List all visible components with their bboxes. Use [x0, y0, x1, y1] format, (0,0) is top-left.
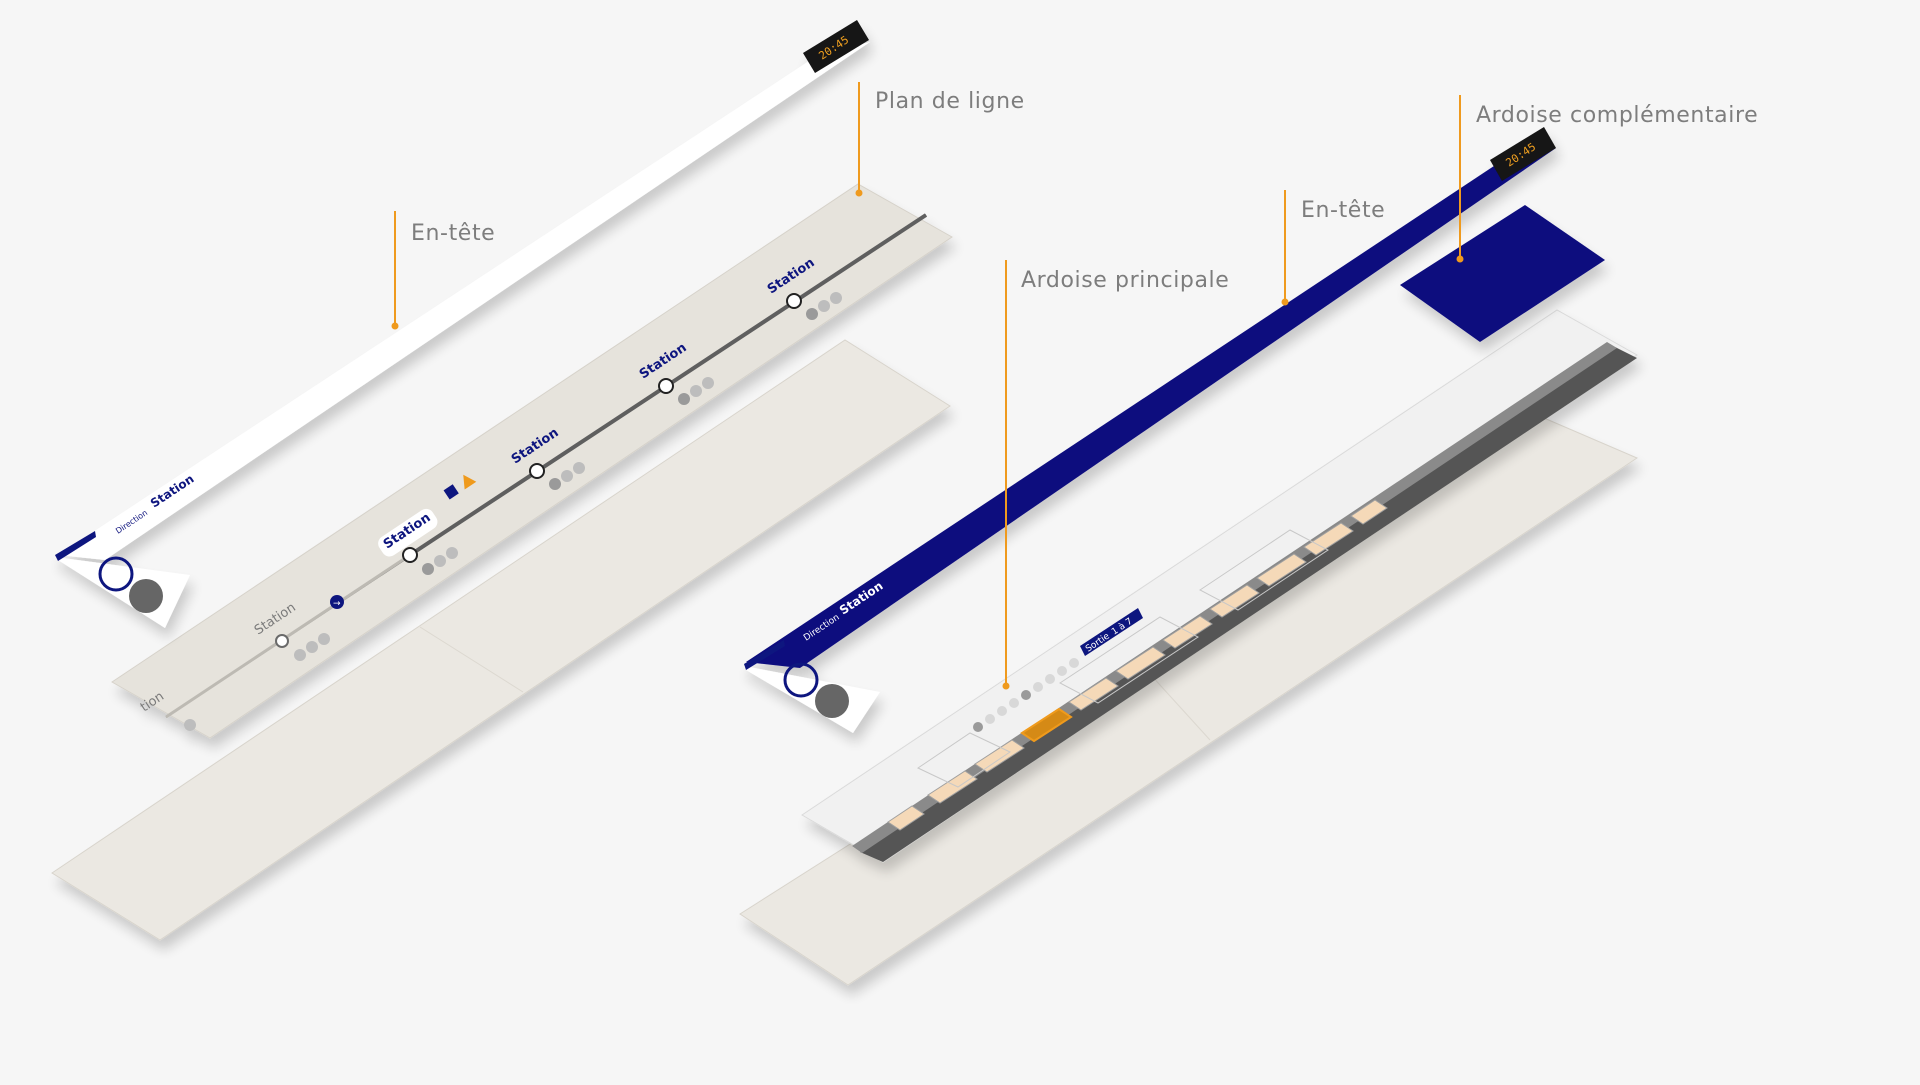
clock-box	[1490, 127, 1556, 181]
svg-text:→: →	[333, 599, 341, 609]
warning-icon	[463, 474, 477, 490]
line-logo-ring	[783, 662, 819, 698]
clock-box	[803, 20, 869, 73]
station-node	[786, 293, 802, 309]
right-main-slate: Sortie 1 à 7	[801, 309, 1638, 863]
station-node	[402, 547, 418, 563]
current-station-pill	[378, 508, 438, 557]
callout-label: En-tête	[411, 221, 495, 246]
line-logo-ring	[98, 556, 134, 592]
correspondence-dots	[184, 292, 842, 731]
callout-label: Ardoise complémentaire	[1476, 103, 1758, 128]
callout-ardoise-complementaire: Ardoise complémentaire	[1456, 95, 1758, 263]
platform-zones	[916, 529, 1329, 788]
callout-en-tete-left: En-tête	[391, 211, 495, 330]
callout-label: Ardoise principale	[1021, 268, 1229, 293]
line-number-disc	[129, 579, 163, 613]
complementary-slate	[1400, 205, 1605, 342]
station-node	[658, 378, 674, 394]
left-line-plan: → tion Station Station Station Station S…	[111, 183, 953, 739]
callout-plan-de-ligne: Plan de ligne	[855, 82, 1025, 197]
callout-en-tete-right: En-tête	[1281, 190, 1385, 306]
station-node	[275, 634, 289, 648]
access-icons	[443, 474, 477, 500]
track	[860, 347, 1637, 862]
info-dots	[973, 658, 1079, 732]
current-position-icon	[330, 595, 344, 609]
station-node	[529, 463, 545, 479]
left-base-slate	[51, 339, 951, 941]
left-header: 20:45 Direction Station	[55, 20, 870, 628]
callout-ardoise-principale: Ardoise principale	[1002, 260, 1229, 690]
callout-label: En-tête	[1301, 198, 1385, 223]
highlighted-car	[1020, 707, 1073, 743]
line-number-disc	[815, 684, 849, 718]
callout-label: Plan de ligne	[875, 89, 1025, 114]
accessibility-icon	[443, 484, 459, 500]
right-header: 20:45 Direction Station	[744, 127, 1556, 733]
